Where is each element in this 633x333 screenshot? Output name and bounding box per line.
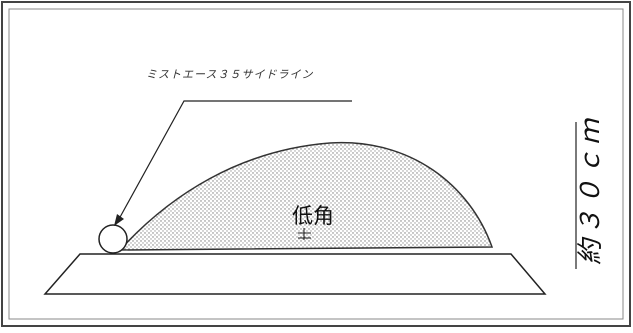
callout-leader-line: [118, 100, 352, 220]
height-label: 約３０ｃｍ: [576, 114, 606, 265]
ground-platform: [43, 253, 547, 295]
nozzle-circle: [98, 224, 128, 254]
angle-mark: [298, 228, 311, 240]
callout-label-nozzle: ミストエース３５サイドライン: [146, 68, 314, 81]
inner-border: [8, 8, 624, 320]
outer-border: [1, 1, 631, 327]
spray-pattern: [118, 141, 494, 251]
callout-arrowhead: [114, 214, 124, 226]
spray-angle-label: 低角: [292, 204, 334, 228]
